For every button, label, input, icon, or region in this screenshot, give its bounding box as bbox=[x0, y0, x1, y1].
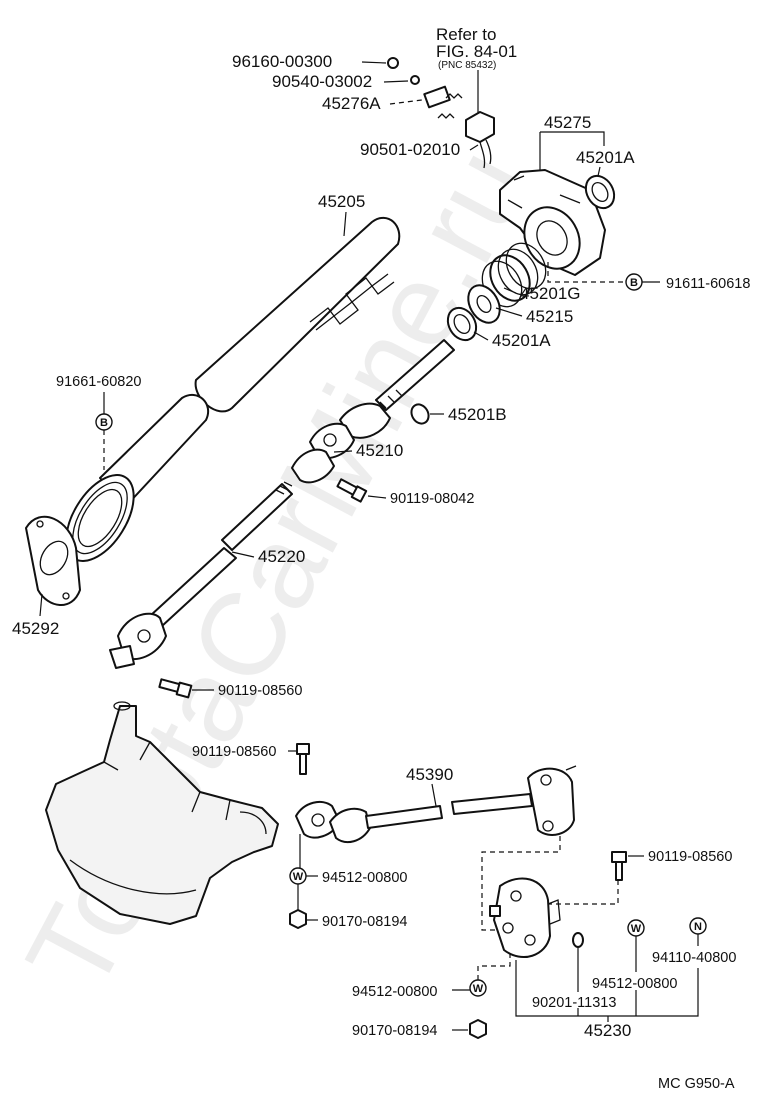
symbol-W-c: W bbox=[627, 919, 645, 937]
label-45215: 45215 bbox=[526, 307, 573, 326]
steering-gear-housing bbox=[45, 701, 279, 925]
column-bracket bbox=[499, 169, 606, 276]
symbol-N: N bbox=[689, 917, 707, 935]
label-90119-08560-c: 90119-08560 bbox=[648, 849, 732, 865]
main-shaft-45210 bbox=[291, 339, 455, 484]
svg-text:W: W bbox=[293, 871, 304, 883]
label-45210: 45210 bbox=[356, 441, 403, 460]
intermediate-shaft-45220 bbox=[109, 481, 293, 669]
spring-45201G bbox=[481, 242, 547, 308]
label-90170-08194-a: 90170-08194 bbox=[322, 914, 407, 930]
svg-text:N: N bbox=[694, 921, 702, 933]
label-45292: 45292 bbox=[12, 619, 59, 638]
reference-note: Refer to FIG. 84-01 (PNC 85432) bbox=[436, 25, 517, 71]
label-90119-08560-b: 90119-08560 bbox=[192, 744, 276, 760]
label-90119-08560-a: 90119-08560 bbox=[218, 683, 302, 699]
symbol-B-right: B bbox=[625, 273, 643, 291]
symbol-W-a: W bbox=[289, 867, 307, 885]
snap-ring-45201B bbox=[410, 403, 430, 425]
reference-line3: (PNC 85432) bbox=[438, 60, 496, 71]
nut-90170-08194-b bbox=[469, 1019, 487, 1039]
label-45390: 45390 bbox=[406, 765, 453, 784]
label-90170-08194-b: 90170-08194 bbox=[352, 1023, 437, 1039]
switch-part bbox=[387, 57, 495, 169]
label-45201B: 45201B bbox=[448, 405, 507, 424]
label-45276A: 45276A bbox=[322, 94, 381, 113]
bearing-45201A-mid bbox=[446, 306, 478, 342]
label-94512-00800-a: 94512-00800 bbox=[322, 870, 407, 886]
bolt-90119-08042 bbox=[336, 478, 368, 503]
coupling-45230 bbox=[489, 877, 561, 959]
label-45201A-mid: 45201A bbox=[492, 331, 551, 350]
nut-90170-08194-a bbox=[289, 909, 307, 929]
label-90501-02010: 90501-02010 bbox=[360, 140, 460, 159]
symbol-W-b: W bbox=[469, 979, 487, 997]
label-91611-60618: 91611-60618 bbox=[666, 276, 750, 292]
label-90201-11313: 90201-11313 bbox=[532, 995, 616, 1011]
svg-text:W: W bbox=[473, 983, 484, 995]
column-tube-45205 bbox=[65, 216, 401, 562]
washer-90201-11313 bbox=[572, 932, 584, 948]
label-45220: 45220 bbox=[258, 547, 305, 566]
gasket-45292 bbox=[25, 515, 81, 606]
seat-45215 bbox=[467, 284, 501, 324]
label-45275: 45275 bbox=[544, 113, 591, 132]
bolt-90119-08560-b bbox=[296, 743, 310, 775]
label-45205: 45205 bbox=[318, 192, 365, 211]
label-90540-03002: 90540-03002 bbox=[272, 72, 372, 91]
bolt-90119-08560-a bbox=[158, 678, 193, 699]
bearing-45201A-top bbox=[584, 174, 616, 210]
label-45201A-top: 45201A bbox=[576, 148, 635, 167]
label-94110-40800: 94110-40800 bbox=[652, 950, 736, 966]
reference-line2: FIG. 84-01 bbox=[436, 42, 517, 61]
label-96160-00300: 96160-00300 bbox=[232, 52, 332, 71]
label-90119-08042: 90119-08042 bbox=[390, 491, 474, 507]
label-45230: 45230 bbox=[584, 1021, 631, 1040]
label-94512-00800-c: 94512-00800 bbox=[592, 976, 677, 992]
bolt-90119-08560-c bbox=[611, 851, 627, 881]
svg-text:W: W bbox=[631, 923, 642, 935]
label-94512-00800-b: 94512-00800 bbox=[352, 984, 437, 1000]
label-45201G: 45201G bbox=[520, 284, 581, 303]
label-91661-60820: 91661-60820 bbox=[56, 374, 141, 390]
reference-line1: Refer to bbox=[436, 25, 496, 44]
svg-text:B: B bbox=[100, 417, 108, 429]
svg-text:B: B bbox=[630, 277, 638, 289]
symbol-B-left: B bbox=[95, 413, 113, 431]
figure-code: MC G950-A bbox=[658, 1076, 735, 1092]
lower-shaft-45390 bbox=[295, 765, 577, 844]
